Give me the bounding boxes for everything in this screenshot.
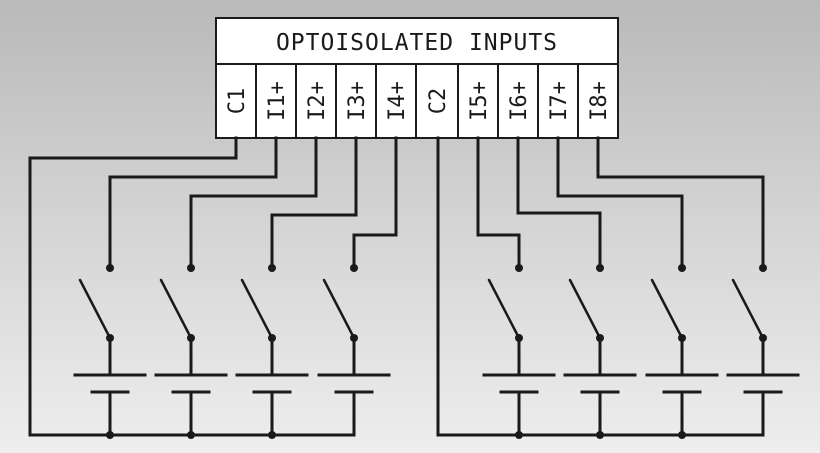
terminal-label-i6: I6+ (507, 81, 532, 121)
switch-battery-8 (726, 264, 800, 394)
common-wire-c1 (28, 136, 356, 437)
input-wire-i3 (270, 136, 358, 270)
input-wire-i5 (476, 136, 521, 270)
terminal-label-i8: I8+ (587, 81, 612, 121)
input-wire-i7 (556, 136, 684, 270)
input-wire-i2 (189, 136, 318, 270)
terminal-cell-i7 (537, 63, 579, 139)
terminal-label-i3: I3+ (345, 81, 370, 121)
input-wire-i4 (352, 136, 398, 270)
terminal-label-i1: I1+ (265, 81, 290, 121)
switch-battery-5 (482, 264, 556, 439)
input-wire-i1 (108, 136, 278, 270)
terminal-label-i4: I4+ (385, 81, 410, 121)
terminal-label-i5: I5+ (467, 81, 492, 121)
terminal-block-title: OPTOISOLATED INPUTS (276, 30, 558, 56)
terminal-cell-i8 (577, 63, 619, 139)
terminal-label-i2: I2+ (305, 81, 330, 121)
terminal-label-c1: C1 (225, 88, 250, 115)
switch-battery-1 (73, 264, 147, 439)
switch-battery-2 (154, 264, 228, 439)
terminal-cell-i5 (457, 63, 499, 139)
switch-battery-7 (645, 264, 719, 439)
terminal-cell-i4 (375, 63, 417, 139)
switch-battery-6 (563, 264, 637, 439)
input-wire-i8 (596, 136, 765, 270)
switch-battery-3 (235, 264, 309, 439)
input-wire-i6 (516, 136, 602, 270)
terminal-strip (215, 63, 619, 139)
terminal-label-c2: C2 (426, 88, 451, 115)
terminal-label-i7: I7+ (547, 81, 572, 121)
common-wire-c2 (436, 136, 765, 437)
terminal-block-header (215, 17, 619, 65)
switch-battery-4 (317, 264, 391, 394)
